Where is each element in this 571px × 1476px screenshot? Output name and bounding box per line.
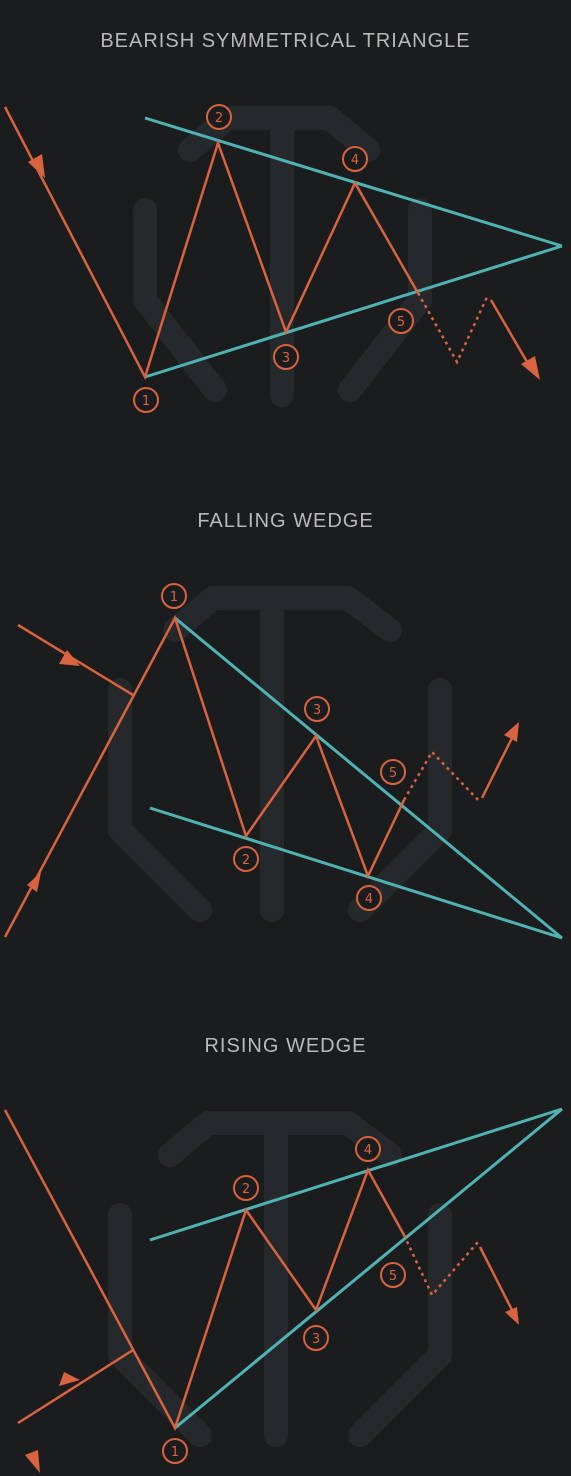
svg-text:4: 4 <box>351 153 359 168</box>
svg-text:2: 2 <box>242 853 250 868</box>
projected-path <box>402 1234 479 1298</box>
support-trendline <box>149 806 563 940</box>
watermark-logo <box>133 106 432 407</box>
point-marker-3: 3 <box>273 344 299 370</box>
point-marker-4: 4 <box>342 146 368 172</box>
point-marker-3: 3 <box>304 696 330 722</box>
price-line <box>3 614 406 938</box>
trend-arrow <box>25 1372 80 1473</box>
panel-title: RISING WEDGE <box>204 1035 367 1057</box>
point-marker-1: 1 <box>162 1438 188 1464</box>
svg-text:2: 2 <box>215 111 223 126</box>
upper-trendline <box>149 1107 563 1242</box>
point-marker-5: 5 <box>380 1262 406 1288</box>
panel-bearish-symmetrical-triangle: BEARISH SYMMETRICAL TRIANGLE 1 2 <box>0 0 571 480</box>
resistance-trendline <box>174 616 563 940</box>
svg-text:5: 5 <box>389 1269 397 1284</box>
support-trendline <box>144 244 563 379</box>
breakout-arrow <box>478 1246 519 1325</box>
point-marker-4: 4 <box>355 1136 381 1162</box>
breakout-arrow <box>489 299 540 380</box>
breakout-arrow <box>480 722 519 799</box>
point-marker-4: 4 <box>356 885 382 911</box>
svg-text:5: 5 <box>397 315 405 330</box>
svg-text:5: 5 <box>389 766 397 781</box>
svg-text:4: 4 <box>365 892 373 907</box>
panel-title: BEARISH SYMMETRICAL TRIANGLE <box>100 30 471 52</box>
trend-line-entry <box>17 623 134 697</box>
price-line <box>3 1109 406 1432</box>
point-marker-3: 3 <box>303 1325 329 1351</box>
point-marker-1: 1 <box>161 583 187 609</box>
price-line <box>3 106 420 381</box>
svg-text:3: 3 <box>313 703 321 718</box>
trend-arrow <box>27 650 80 892</box>
trend-line-entry <box>17 1348 134 1425</box>
svg-text:1: 1 <box>170 590 178 605</box>
svg-text:3: 3 <box>312 1332 320 1347</box>
point-marker-2: 2 <box>206 104 232 130</box>
svg-text:1: 1 <box>171 1445 179 1460</box>
svg-text:2: 2 <box>242 1182 250 1197</box>
resistance-trendline <box>144 116 563 248</box>
triangle-diagram: 1 2 3 4 5 <box>3 104 563 413</box>
point-marker-2: 2 <box>233 1175 259 1201</box>
trend-arrow <box>28 154 45 178</box>
svg-text:4: 4 <box>364 1143 372 1158</box>
point-marker-5: 5 <box>388 308 414 334</box>
rising-wedge-diagram: 1 2 3 4 5 <box>3 1107 563 1473</box>
panel-rising-wedge: RISING WEDGE 1 2 <box>0 1005 571 1476</box>
svg-text:3: 3 <box>282 351 290 366</box>
lower-trendline <box>174 1107 563 1430</box>
panel-falling-wedge: FALLING WEDGE 1 2 <box>0 480 571 1000</box>
projected-path <box>416 292 490 365</box>
point-marker-2: 2 <box>233 846 259 872</box>
svg-text:1: 1 <box>142 394 150 409</box>
point-marker-5: 5 <box>380 759 406 785</box>
watermark-logo <box>108 586 452 922</box>
panel-title: FALLING WEDGE <box>197 510 374 532</box>
point-marker-1: 1 <box>133 387 159 413</box>
falling-wedge-diagram: 1 2 3 4 5 <box>3 583 563 940</box>
